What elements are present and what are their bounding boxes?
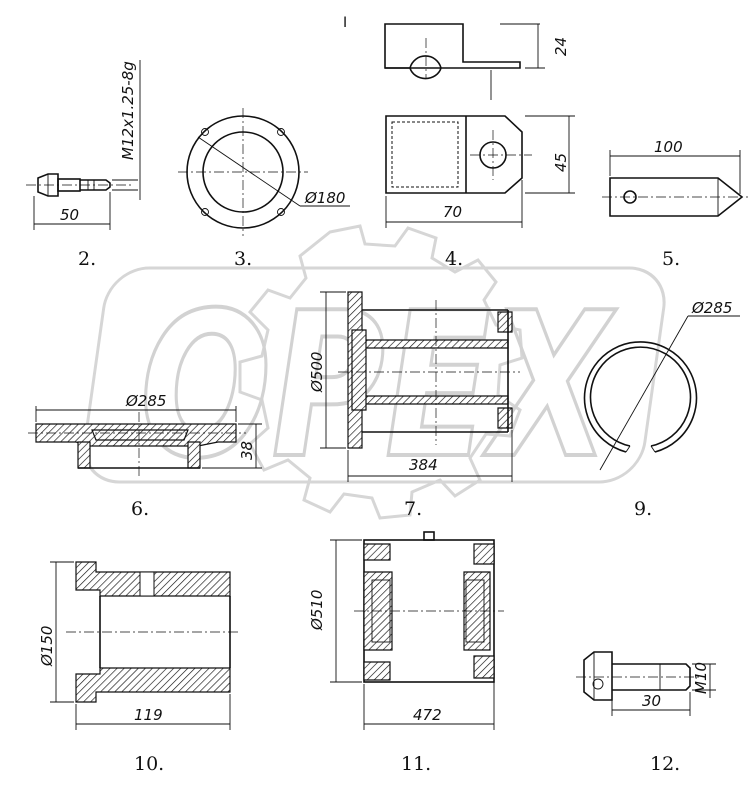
- part-4-dim-length: 70: [443, 203, 462, 221]
- watermark-logo: OPEX: [82, 224, 666, 520]
- part-5-key: 100 5.: [602, 138, 748, 270]
- part-9-split-ring: Ø285 9.: [583, 299, 740, 520]
- part-2-dim-length: 50: [60, 206, 79, 224]
- part-11-label: 11.: [401, 753, 431, 775]
- part-9-label: 9.: [634, 498, 652, 520]
- part-3-flange-ring: Ø180 3.: [178, 108, 350, 270]
- part-3-label: 3.: [234, 248, 252, 270]
- part-10-bushing: Ø150 119 10.: [38, 561, 240, 775]
- part-6-dim-height: 38: [238, 441, 256, 460]
- part-12-dim-length: 30: [642, 692, 661, 710]
- part-11-hub-drum: Ø510 472 11.: [308, 531, 504, 775]
- part-4-bracket: 24 45 70 4.: [384, 23, 575, 270]
- part-9-dim-diameter: Ø285: [691, 299, 732, 317]
- part-2-stud: M12x1.25-8g 50 2.: [26, 60, 141, 270]
- part-4-dim-width: 45: [552, 153, 570, 172]
- part-7-label: 7.: [404, 498, 422, 520]
- part-4-label: 4.: [445, 248, 463, 270]
- part-11-dim-length: 472: [413, 706, 442, 724]
- part-7-dim-length: 384: [409, 456, 438, 474]
- part-5-dim-length: 100: [654, 138, 683, 156]
- part-7-dim-diameter: Ø500: [308, 352, 326, 393]
- part-10-label: 10.: [134, 753, 164, 775]
- part-2-label: 2.: [78, 248, 96, 270]
- part-6-label: 6.: [131, 498, 149, 520]
- part-10-dim-length: 119: [134, 706, 163, 724]
- watermark-text: OPEX: [140, 270, 617, 503]
- part-4-dim-height: 24: [552, 37, 570, 56]
- part-7-drum: Ø500 384 7.: [308, 291, 520, 520]
- part-12-bolt: M10 30 12.: [576, 651, 716, 775]
- part-6-dim-diameter: Ø285: [125, 392, 166, 410]
- part-11-dim-diameter: Ø510: [308, 590, 326, 631]
- watermark-gear-outline: [238, 224, 524, 520]
- stray-mark: I: [343, 15, 347, 31]
- part-5-label: 5.: [662, 248, 680, 270]
- part-12-dim-thread: M10: [692, 662, 710, 694]
- part-10-dim-diameter: Ø150: [38, 626, 56, 667]
- part-6-flange-section: Ø285 38 6.: [28, 392, 262, 520]
- part-2-dim-thread: M12x1.25-8g: [119, 61, 137, 160]
- part-3-dim-diameter: Ø180: [304, 189, 345, 207]
- part-12-label: 12.: [650, 753, 680, 775]
